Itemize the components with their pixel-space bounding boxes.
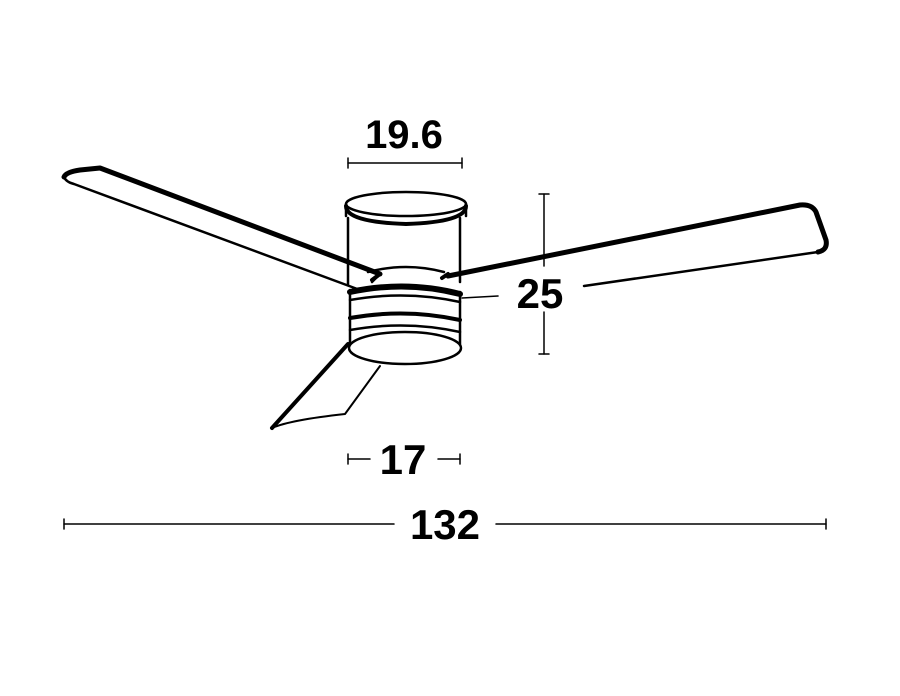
dimension-blade-span: 132: [63, 501, 827, 548]
dimension-label-blade-span: 132: [410, 501, 480, 548]
lower-blade: [270, 342, 381, 430]
dimension-label-canopy-width: 19.6: [365, 113, 443, 157]
dimension-label-motor-width: 17: [380, 436, 427, 483]
dimension-label-height: 25: [517, 270, 564, 317]
canopy: [344, 190, 468, 226]
dimension-height: 25: [517, 193, 564, 355]
dimension-motor-width: 17: [347, 436, 461, 483]
motor-housing: [346, 216, 499, 366]
left-blade: [61, 165, 383, 292]
right-blade: [445, 202, 829, 288]
dimension-canopy-width: 19.6: [347, 113, 463, 169]
